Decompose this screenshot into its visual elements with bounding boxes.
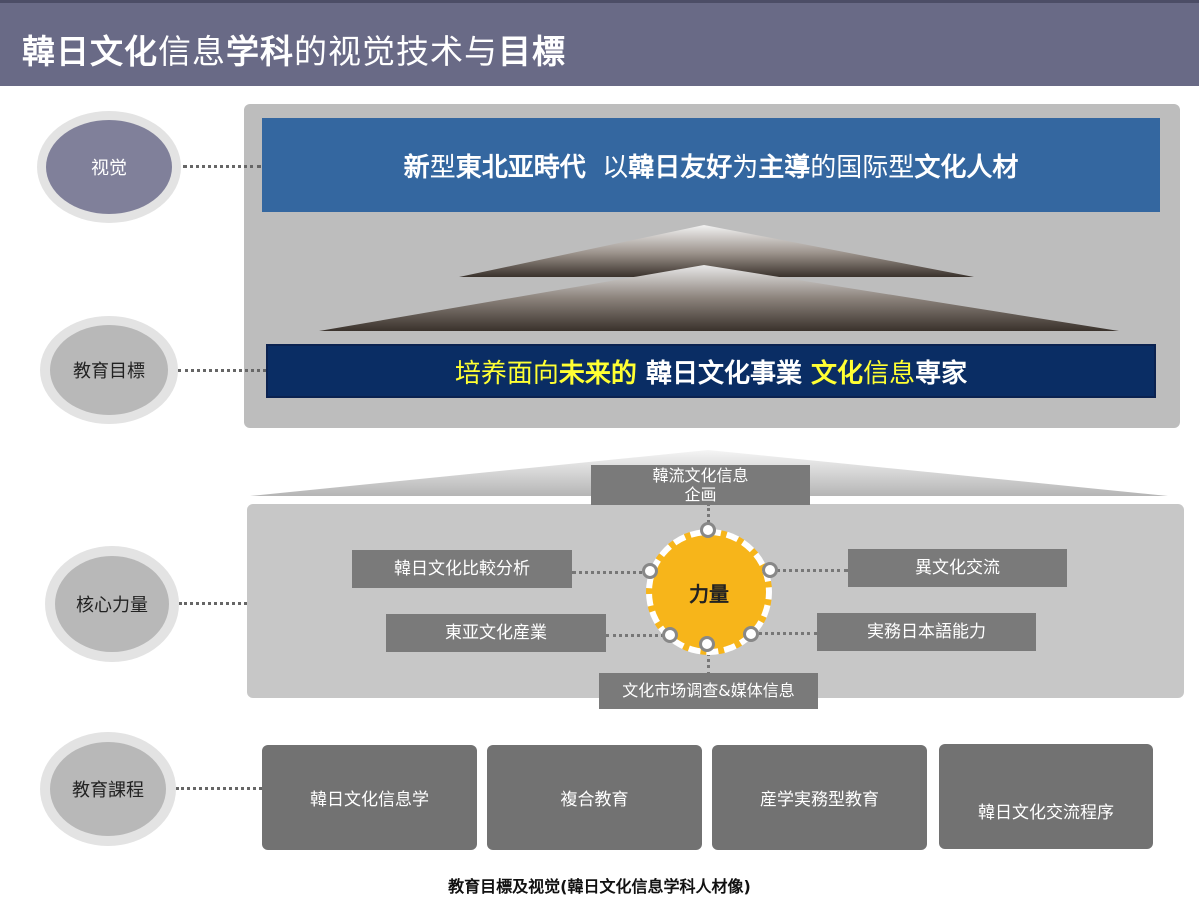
goal-connector bbox=[178, 369, 266, 372]
goal-text: 文化 bbox=[811, 358, 864, 389]
connector-right-top bbox=[770, 569, 848, 572]
vision-banner: 新型東北亚時代 以韓日友好为主導的国际型文化人材 bbox=[262, 118, 1160, 212]
core-connector bbox=[179, 602, 247, 605]
goal-banner: 培养面向未来的 韓日文化事業 文化信息専家 bbox=[266, 344, 1156, 398]
core-item-top: 韓流文化信息 企画 bbox=[591, 465, 810, 505]
connector-top bbox=[707, 503, 710, 529]
connector-right-bottom bbox=[752, 632, 818, 635]
curriculum-item: 韓日文化交流程序 bbox=[939, 744, 1153, 849]
curriculum-label: 教育課程 bbox=[50, 742, 166, 836]
core-item-bottom: 文化市场调查&媒体信息 bbox=[599, 673, 818, 709]
goal-text: 信息 bbox=[863, 358, 916, 389]
core-oval: 核心力量 bbox=[45, 546, 179, 662]
curriculum-connector bbox=[176, 787, 262, 790]
core-center-label: 力量 bbox=[689, 581, 729, 606]
node-left-bottom bbox=[662, 627, 678, 643]
core-item-right-top: 異文化交流 bbox=[848, 549, 1067, 587]
vision-text: 为 bbox=[732, 152, 759, 183]
vision-oval: 视觉 bbox=[37, 111, 181, 223]
curriculum-oval: 教育課程 bbox=[40, 732, 176, 846]
page-title: 韓日文化信息学科的视觉技术与目標 bbox=[22, 25, 566, 73]
connector-left-bottom bbox=[606, 634, 670, 637]
header-bar: 韓日文化信息学科的视觉技术与目標 bbox=[0, 0, 1199, 86]
core-item-right-bottom: 実務日本語能力 bbox=[817, 613, 1036, 651]
node-left-top bbox=[642, 563, 658, 579]
title-part: 韓日文化 bbox=[22, 32, 158, 71]
figure-caption: 教育目標及视觉(韓日文化信息学科人材像) bbox=[448, 877, 751, 896]
pyramid-lower bbox=[319, 265, 1119, 331]
pyramid-upper bbox=[459, 225, 974, 277]
goal-text: 専家 bbox=[915, 358, 968, 389]
vision-text: 型 bbox=[429, 152, 456, 183]
node-top bbox=[700, 522, 716, 538]
vision-text: 主導 bbox=[758, 152, 811, 183]
node-bottom bbox=[699, 636, 715, 652]
vision-text: 東北亚時代 bbox=[455, 152, 586, 183]
goal-text: 韓日文化事業 bbox=[636, 358, 812, 389]
core-item-left-top: 韓日文化比較分析 bbox=[352, 550, 572, 588]
vision-text: 新 bbox=[403, 152, 430, 183]
vision-label: 视觉 bbox=[46, 120, 172, 214]
title-part: 目標 bbox=[498, 32, 566, 71]
vision-text: 文化人材 bbox=[914, 152, 1019, 183]
core-item-left-bottom: 東亚文化産業 bbox=[386, 614, 606, 652]
vision-connector bbox=[183, 165, 261, 168]
goal-label: 教育目標 bbox=[50, 325, 168, 415]
core-label: 核心力量 bbox=[55, 556, 169, 652]
connector-bottom bbox=[707, 652, 710, 676]
goal-oval: 教育目標 bbox=[40, 316, 178, 424]
vision-text: 韓日友好 bbox=[628, 152, 733, 183]
node-right-bottom bbox=[743, 626, 759, 642]
pyramid-graphic bbox=[319, 225, 1119, 331]
title-part: 信息 bbox=[158, 32, 226, 71]
node-right-top bbox=[762, 562, 778, 578]
goal-text: 未来的 bbox=[558, 358, 637, 389]
title-part: 的视觉技术与 bbox=[294, 32, 498, 71]
curriculum-item: 韓日文化信息学 bbox=[262, 745, 477, 850]
curriculum-item: 複合教育 bbox=[487, 745, 702, 850]
goal-text: 培养面向 bbox=[454, 358, 559, 389]
connector-left-top bbox=[572, 571, 650, 574]
vision-text: 的国际型 bbox=[810, 152, 915, 183]
vision-text: 以 bbox=[585, 152, 629, 183]
title-part: 学科 bbox=[226, 32, 294, 71]
curriculum-item: 産学実務型教育 bbox=[712, 745, 927, 850]
